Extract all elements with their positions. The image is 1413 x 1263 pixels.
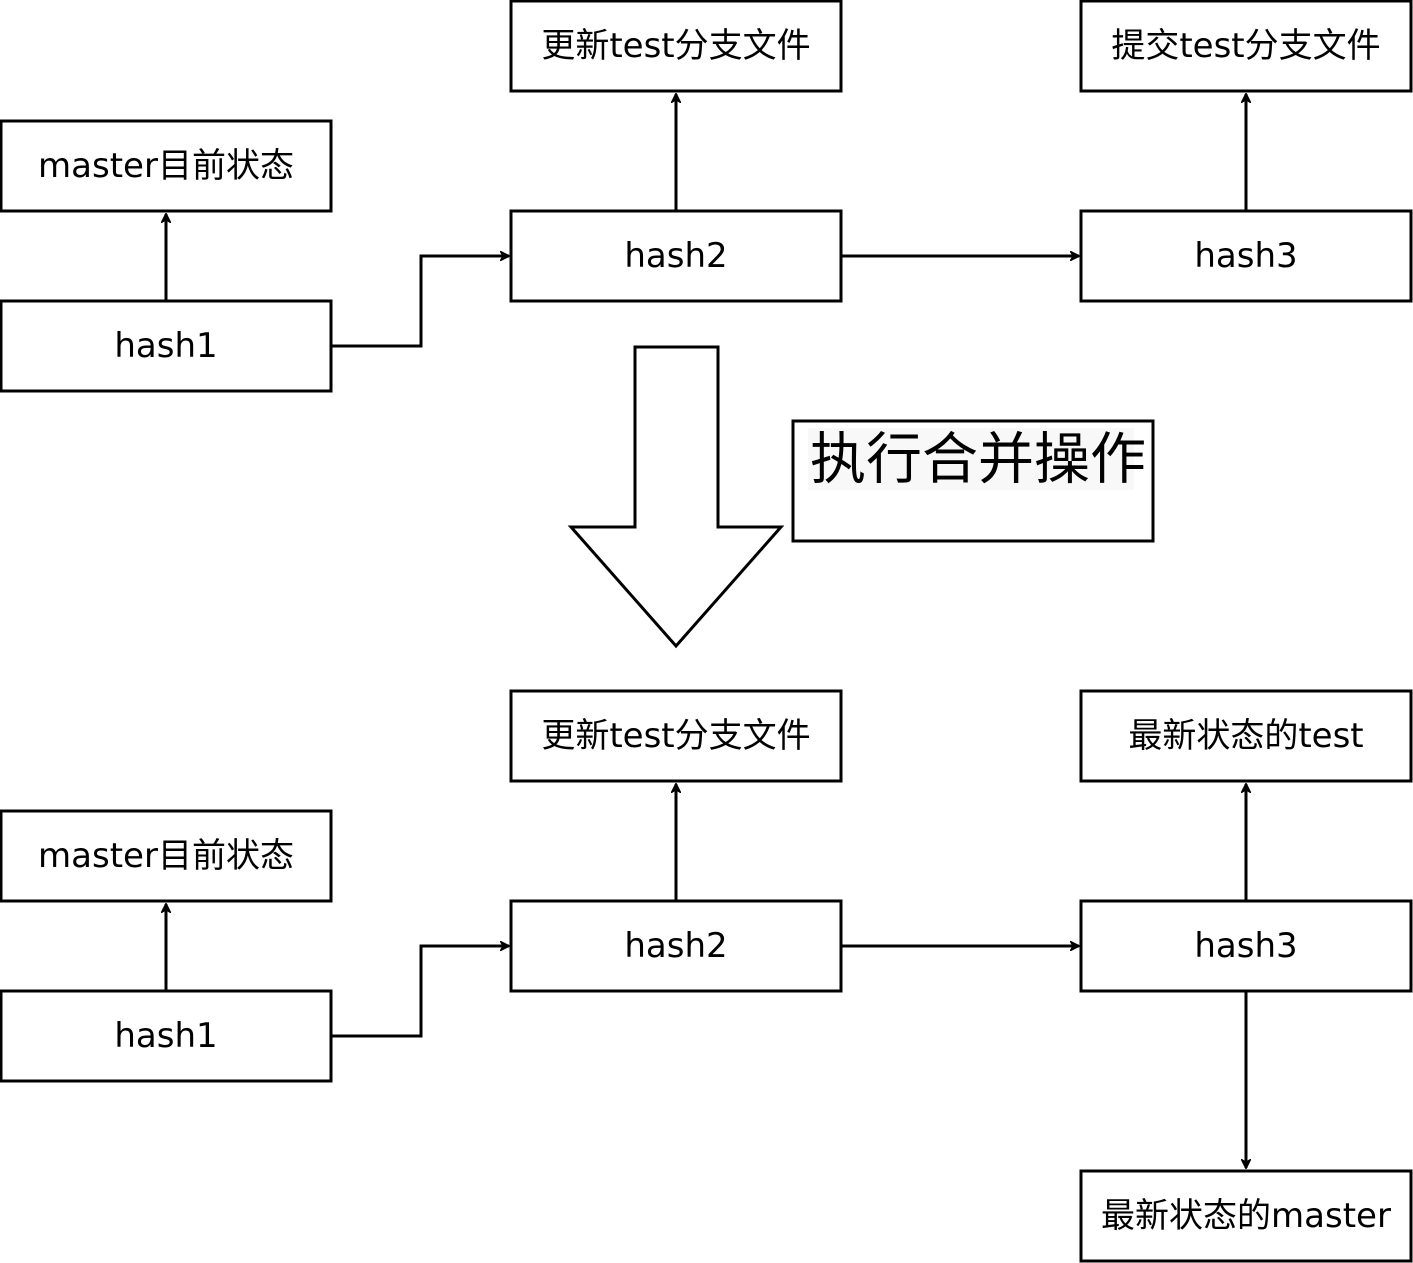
node-label: hash2 bbox=[624, 236, 727, 276]
node-hash2: hash2 bbox=[509, 899, 843, 993]
node-master-state: master目前状态 bbox=[0, 119, 333, 213]
big-down-arrow bbox=[567, 345, 785, 649]
node-latest-test: 最新状态的test bbox=[1079, 689, 1413, 783]
node-label: hash1 bbox=[114, 326, 217, 366]
node-update-test: 更新test分支文件 bbox=[509, 0, 843, 93]
after-section: master目前状态 hash1 更新test分支文件 hash2 最新状态的t… bbox=[0, 689, 1413, 1263]
node-label: master目前状态 bbox=[38, 146, 294, 186]
node-label: master目前状态 bbox=[38, 836, 294, 876]
operation-label-box: 执行合并操作 bbox=[791, 419, 1155, 543]
node-label: 最新状态的test bbox=[1128, 716, 1363, 756]
node-label: 提交test分支文件 bbox=[1111, 26, 1380, 66]
node-commit-test: 提交test分支文件 bbox=[1079, 0, 1413, 93]
node-hash1: hash1 bbox=[0, 989, 333, 1083]
edge-hash1-to-hash2 bbox=[331, 946, 509, 1038]
merge-operation: 执行合并操作 bbox=[567, 345, 1155, 649]
node-hash2: hash2 bbox=[509, 209, 843, 303]
node-master-state: master目前状态 bbox=[0, 809, 333, 903]
node-update-test: 更新test分支文件 bbox=[509, 689, 843, 783]
node-hash3: hash3 bbox=[1079, 899, 1413, 993]
before-section: master目前状态 hash1 更新test分支文件 hash2 提交test… bbox=[0, 0, 1413, 393]
node-label: 更新test分支文件 bbox=[541, 26, 810, 66]
operation-label: 执行合并操作 bbox=[810, 428, 1146, 493]
node-label: hash3 bbox=[1194, 926, 1297, 966]
node-hash1: hash1 bbox=[0, 299, 333, 393]
node-label: 最新状态的master bbox=[1101, 1196, 1391, 1236]
node-hash3: hash3 bbox=[1079, 209, 1413, 303]
node-label: hash3 bbox=[1194, 236, 1297, 276]
node-label: hash1 bbox=[114, 1016, 217, 1056]
edge-hash1-to-hash2 bbox=[331, 256, 509, 348]
node-latest-master: 最新状态的master bbox=[1079, 1169, 1413, 1263]
node-label: 更新test分支文件 bbox=[541, 716, 810, 756]
node-label: hash2 bbox=[624, 926, 727, 966]
